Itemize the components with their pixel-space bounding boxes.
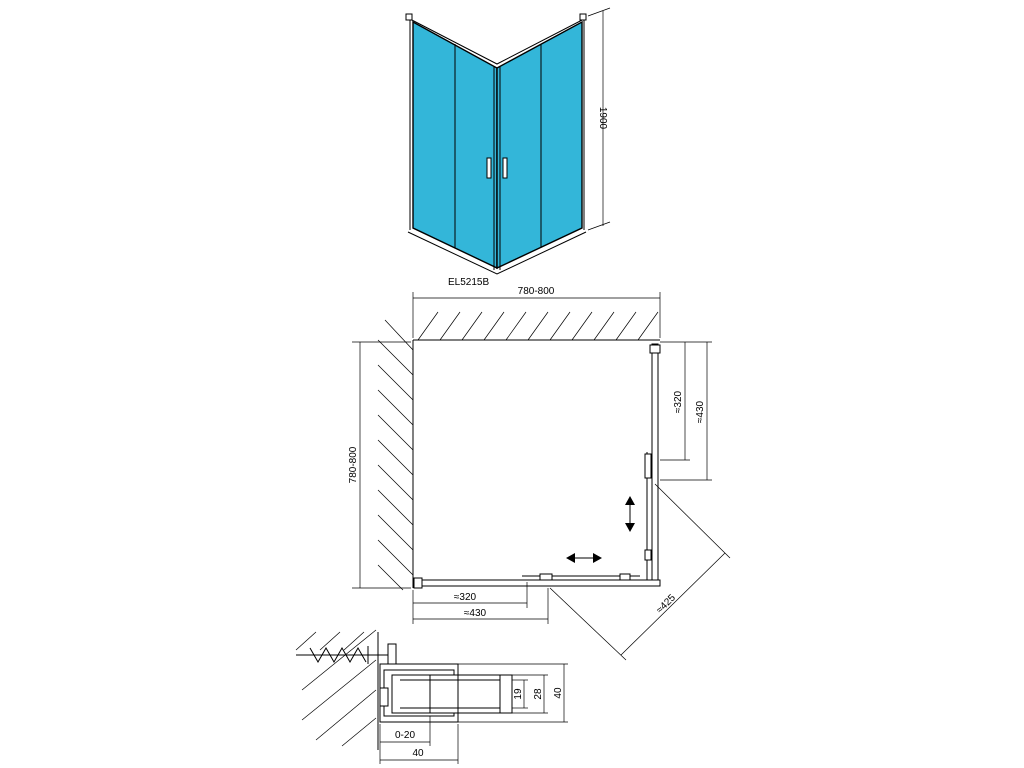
plan-right-inner-label: ≈320	[673, 390, 684, 413]
right-glass-panel	[496, 20, 583, 270]
profile-detail: 19 28 40 0-20 40	[295, 629, 568, 764]
plan-bottom-inner-label: ≈320	[454, 592, 477, 603]
detail-dim-0-20-label: 0-20	[395, 730, 415, 741]
plan-diagonal-label: ≈425	[654, 592, 678, 616]
left-door-handle	[486, 157, 492, 179]
detail-wall-hatching	[295, 629, 377, 747]
vertical-slide-arrow-icon	[625, 496, 635, 532]
plan-top-width-label: 780-800	[518, 286, 555, 297]
horizontal-slide-arrow-icon	[566, 553, 602, 563]
right-door-handle	[502, 157, 508, 179]
plan-bottom-outer-label: ≈430	[464, 608, 487, 619]
plan-left-height-label: 780-800	[348, 446, 359, 483]
anchor-plug-icon	[296, 643, 397, 667]
top-wall-hatching	[417, 311, 659, 341]
height-dimension-label: 1900	[597, 107, 608, 130]
plan-view: 780-800 780-800 ≈320 ≈430 ≈320 ≈430 ≈425	[348, 286, 731, 661]
model-code-label: EL5215B	[448, 277, 489, 288]
plan-right-outer-label: ≈430	[695, 400, 706, 423]
enclosure-3d-view: 1900 EL5215B	[405, 7, 611, 288]
detail-dim-28-label: 28	[533, 688, 544, 700]
detail-dim-40-horizontal-label: 40	[412, 748, 424, 759]
detail-dim-40-vertical-label: 40	[553, 687, 564, 699]
detail-dim-19-label: 19	[513, 688, 524, 700]
left-wall-hatching	[377, 319, 414, 591]
